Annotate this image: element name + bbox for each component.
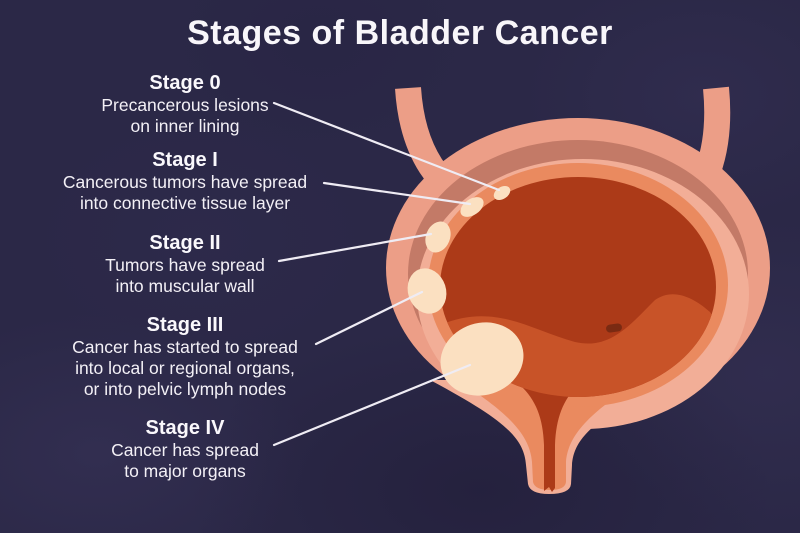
lesion-spot (606, 323, 622, 333)
leader-line-stage-4 (272, 363, 472, 447)
page-title: Stages of Bladder Cancer (187, 14, 613, 52)
stage-2-description: Tumors have spread into muscular wall (105, 255, 265, 296)
stage-0-description: Precancerous lesions on inner lining (101, 95, 269, 136)
tumor-stage-2 (425, 221, 451, 253)
stage-2-heading: Stage II (149, 232, 221, 254)
leader-line-stage-1 (322, 181, 472, 206)
stage-2-label: Stage II Tumors have spread into muscula… (20, 231, 350, 297)
stage-0-heading: Stage 0 (149, 72, 221, 94)
leader-line-stage-2 (277, 232, 433, 263)
stage-1-label: Stage I Cancerous tumors have spread int… (20, 148, 350, 214)
tumor-stage-3 (407, 268, 447, 314)
tumor-stage-1 (460, 197, 484, 217)
stage-4-label: Stage IV Cancer has spread to major orga… (20, 416, 350, 482)
stage-1-description: Cancerous tumors have spread into connec… (62, 172, 308, 213)
stage-0-label: Stage 0 Precancerous lesions on inner li… (20, 71, 350, 137)
stage-3-label: Stage III Cancer has started to spread i… (20, 313, 350, 400)
stage-3-description: Cancer has started to spread into local … (72, 337, 298, 399)
tumor-stage-4 (440, 322, 524, 396)
leader-line-stage-3 (314, 290, 424, 346)
stage-1-heading: Stage I (152, 149, 218, 171)
stage-3-heading: Stage III (146, 314, 224, 336)
urethra-canal (520, 385, 578, 492)
leader-line-stage-0 (272, 101, 501, 192)
stage-4-description: Cancer has spread to major organs (111, 440, 259, 481)
leader-lines (272, 101, 501, 447)
stage-4-heading: Stage IV (145, 417, 225, 439)
